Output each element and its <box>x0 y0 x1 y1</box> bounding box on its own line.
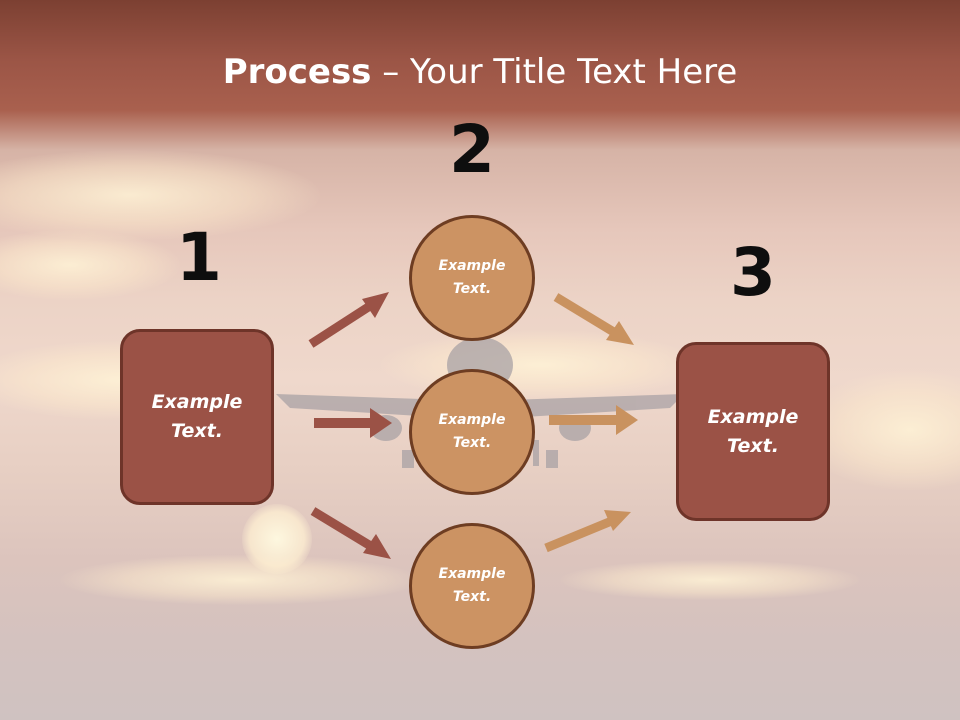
label-line: Text. <box>171 420 223 442</box>
step-number-1: 1 <box>176 219 222 296</box>
arrow-right-icon <box>314 408 392 438</box>
arrow-down-right-icon <box>553 293 634 345</box>
step-number-2: 2 <box>449 111 495 188</box>
label-line: Example <box>707 405 799 428</box>
step-number-3: 3 <box>730 234 776 311</box>
label-line: Example <box>438 566 506 582</box>
sun-shape <box>242 504 312 574</box>
slide-title: Process – Your Title Text Here <box>0 52 960 92</box>
title-bold-text: Process <box>222 52 372 92</box>
label-line: Example <box>438 258 506 274</box>
cloud-shape <box>60 555 420 605</box>
label-line: Text. <box>727 434 779 457</box>
arrow-up-right-icon <box>308 292 389 348</box>
label-line: Text. <box>452 589 492 605</box>
label-line: Example <box>438 412 506 428</box>
label-line: Example <box>151 391 243 413</box>
arrow-right-icon <box>549 405 638 435</box>
arrow-up-right-icon <box>544 510 631 553</box>
label-line: Text. <box>452 281 492 297</box>
title-rest-text: – Your Title Text Here <box>371 52 738 92</box>
arrow-down-right-icon <box>310 507 391 559</box>
cloud-shape <box>560 560 860 600</box>
cloud-shape <box>0 230 180 300</box>
cloud-shape <box>0 150 320 240</box>
label-line: Text. <box>452 435 492 451</box>
